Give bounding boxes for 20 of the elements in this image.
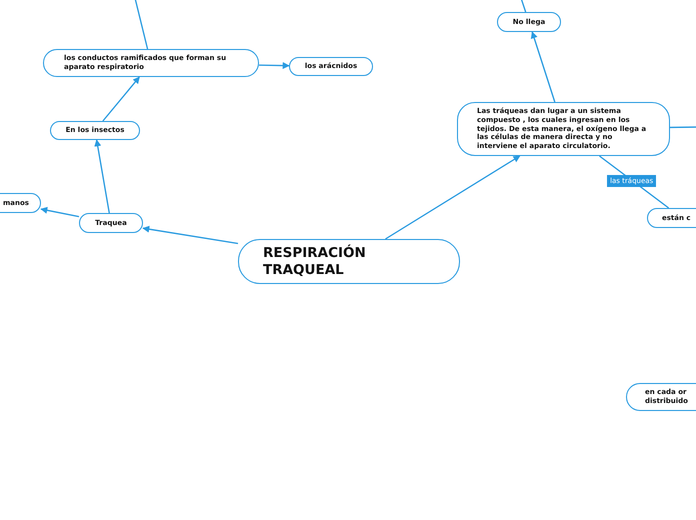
- topic-box: [79, 213, 143, 233]
- connector-line: [94, 139, 110, 214]
- topic-box: [497, 12, 561, 32]
- topic-box: [626, 383, 696, 411]
- connector-line: [134, 0, 148, 50]
- topic-text: RESPIRACIÓN TRAQUEAL: [263, 244, 367, 278]
- connector-line: [530, 31, 556, 102]
- topic-box: [289, 57, 373, 76]
- connector-line: [40, 206, 80, 218]
- topic-box: [43, 49, 259, 77]
- topic-box: [647, 208, 696, 228]
- connector-line: [258, 62, 290, 70]
- connector-line: [670, 126, 696, 128]
- topic-box: [457, 102, 670, 156]
- connector-line: [520, 0, 526, 12]
- topic-box: [238, 239, 460, 284]
- connector-line: [102, 76, 140, 122]
- connector-line: [385, 155, 520, 240]
- topic-box: [50, 121, 140, 140]
- connector-line: [142, 226, 238, 244]
